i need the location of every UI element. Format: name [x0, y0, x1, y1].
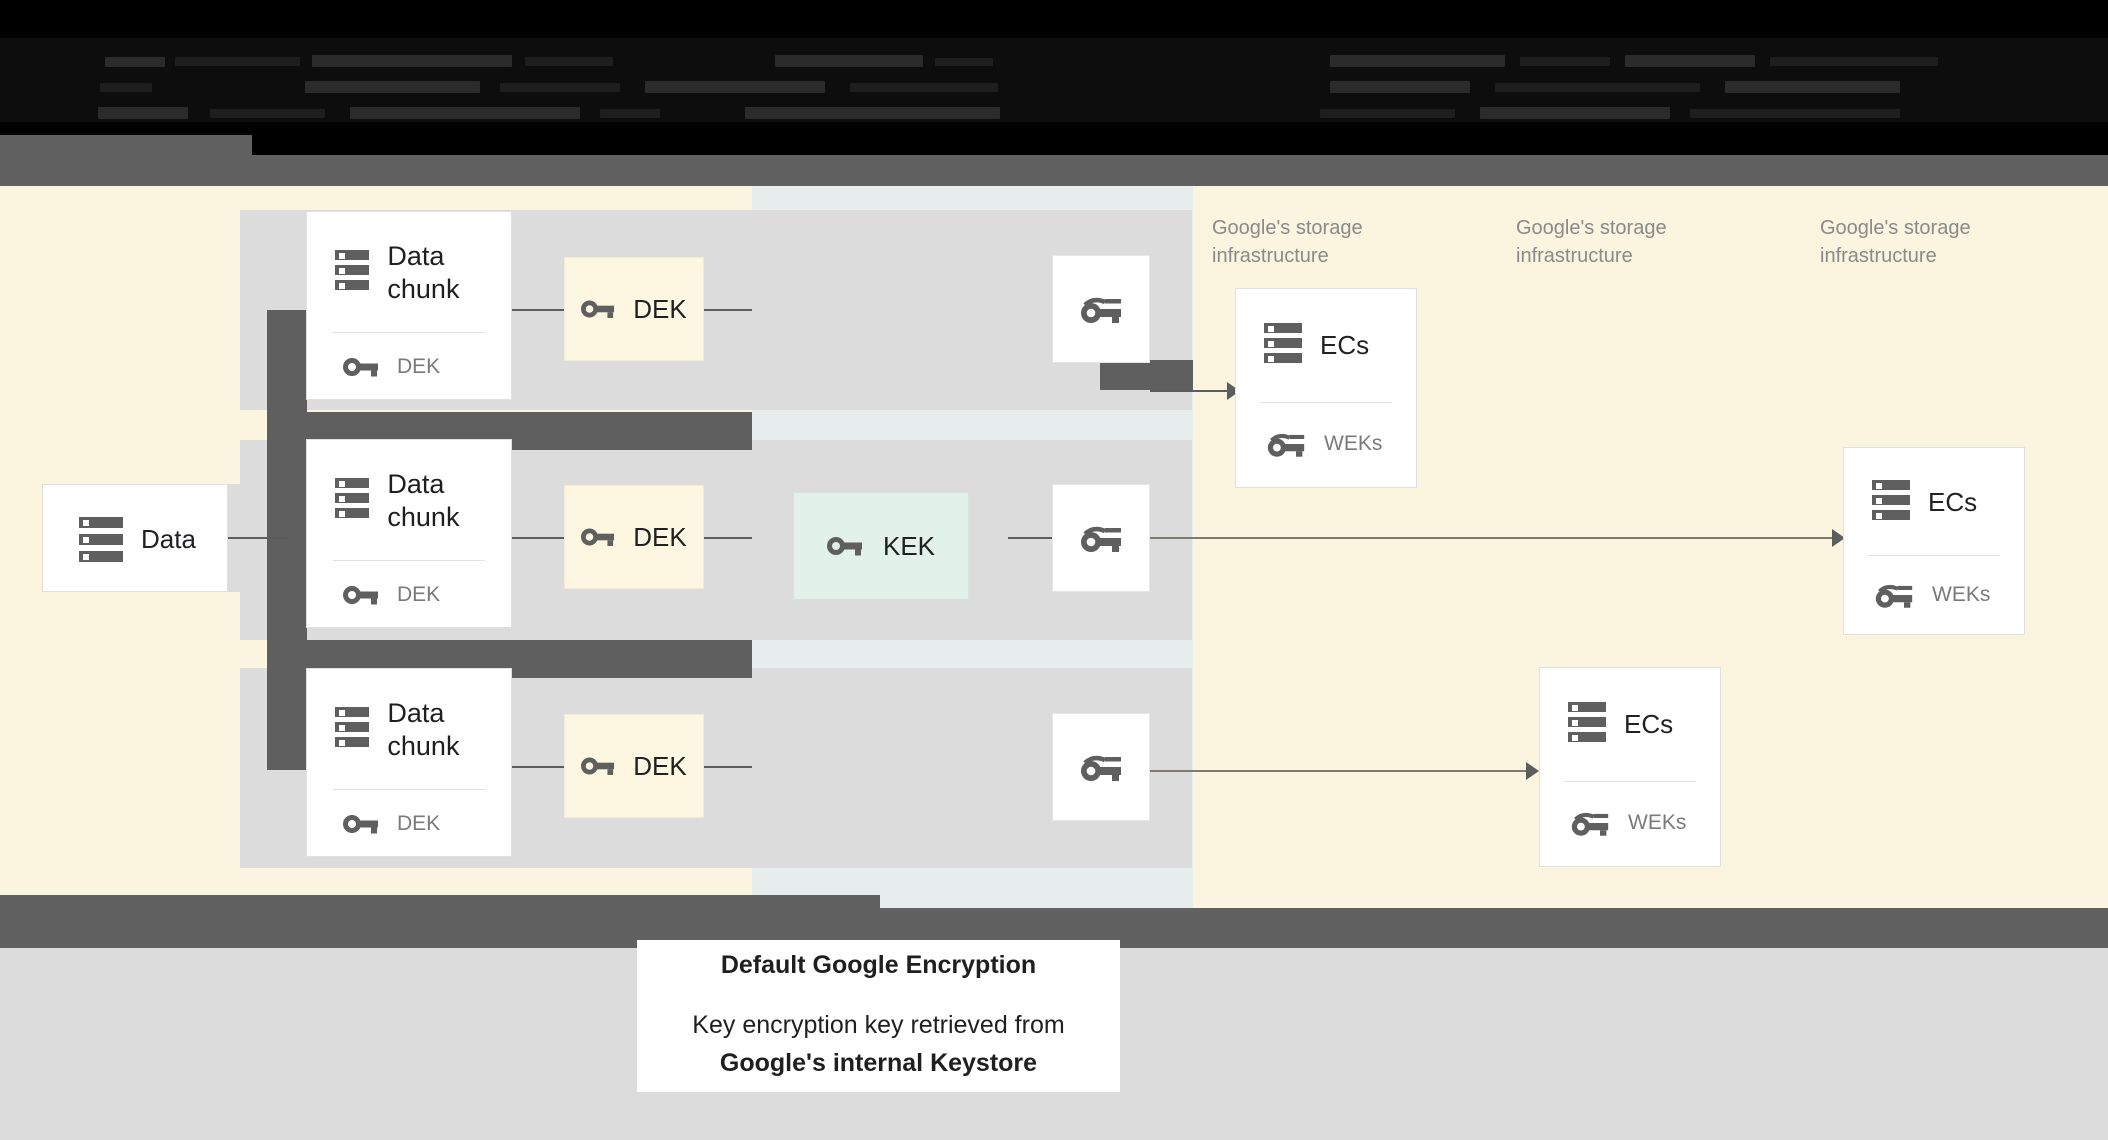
ecs-title: ECs: [1624, 709, 1674, 739]
chunk-title: Data chunk: [387, 698, 460, 761]
wrapped-key-icon: [1267, 433, 1305, 457]
caption-body: Key encryption key retrieved from Google…: [692, 1006, 1064, 1082]
caption-card: Default Google Encryption Key encryption…: [637, 940, 1120, 1092]
server-icon: [335, 707, 370, 752]
wire-source-to-trunk: [228, 537, 290, 539]
wire-dek1-wk1: [704, 309, 752, 311]
wire-chunk2-dek2: [512, 537, 564, 539]
kek-label: KEK: [882, 530, 936, 561]
key-icon: [581, 300, 615, 318]
arrow-line-top: [1150, 390, 1235, 392]
ecs-title: ECs: [1928, 487, 1978, 517]
arrow-line-bottom: [1150, 770, 1533, 772]
wire-dek2-wk2: [704, 537, 752, 539]
server-icon: [335, 478, 370, 523]
card-wrapped-key-3[interactable]: [1052, 713, 1150, 821]
trunk-vertical-bar: [267, 310, 307, 770]
key-icon: [343, 585, 378, 605]
caption-line2: Google's internal Keystore: [719, 1048, 1038, 1077]
card-source-data[interactable]: Data: [42, 484, 228, 592]
store-bar-1: [1100, 360, 1193, 390]
key-icon: [826, 537, 862, 556]
frame-top-bar: [0, 155, 2108, 187]
infra-label-2: Google's storage infrastructure: [1516, 217, 1667, 268]
wrapped-key-icon: [1081, 297, 1121, 323]
dek-label: DEK: [633, 750, 687, 781]
card-data-chunk-3[interactable]: Data chunk DEK: [306, 668, 512, 857]
card-wrapped-key-1[interactable]: [1052, 255, 1150, 363]
dek-label: DEK: [633, 293, 687, 324]
chunk-key-label: DEK: [397, 811, 441, 835]
infra-label-1: Google's storage infrastructure: [1212, 217, 1363, 268]
chunk-title: Data chunk: [387, 241, 460, 304]
card-data-chunk-1[interactable]: Data chunk DEK: [306, 211, 512, 400]
card-kek[interactable]: KEK: [793, 492, 969, 600]
ecs-title: ECs: [1320, 330, 1370, 360]
card-data-chunk-2[interactable]: Data chunk DEK: [306, 439, 512, 628]
key-icon: [581, 528, 615, 546]
caption-title: Default Google Encryption: [720, 950, 1037, 979]
caption-line1: Key encryption key retrieved from: [692, 1010, 1065, 1039]
server-icon: [79, 517, 123, 562]
dek-label: DEK: [633, 521, 687, 552]
wrapped-key-icon: [1571, 812, 1609, 836]
server-icon: [1872, 480, 1910, 525]
chunk-key-label: DEK: [397, 354, 441, 378]
infra-label-3: Google's storage infrastructure: [1820, 217, 1971, 268]
ecs-key-label: WEKs: [1628, 811, 1687, 834]
key-icon: [343, 814, 378, 834]
key-icon: [343, 357, 378, 377]
wire-dek3-wk3: [704, 766, 752, 768]
source-label: Data: [141, 524, 196, 554]
card-dek-3[interactable]: DEK: [564, 714, 704, 818]
server-icon: [1264, 323, 1302, 368]
wire-chunk3-dek3: [512, 766, 564, 768]
ecs-key-label: WEKs: [1324, 432, 1383, 455]
wrapped-key-icon: [1081, 755, 1121, 781]
arrow-head-middle: [1832, 529, 1845, 547]
card-dek-1[interactable]: DEK: [564, 257, 704, 361]
card-ecs-1[interactable]: ECs WEKs: [1235, 288, 1417, 488]
card-ecs-2[interactable]: ECs WEKs: [1843, 447, 2025, 635]
wrapped-key-icon: [1875, 584, 1913, 608]
wrapped-key-icon: [1081, 526, 1121, 552]
wire-kek-to-wk2: [1008, 537, 1052, 539]
card-dek-2[interactable]: DEK: [564, 485, 704, 589]
server-icon: [335, 250, 370, 295]
card-wrapped-key-2[interactable]: [1052, 484, 1150, 592]
wire-chunk1-dek1: [512, 309, 564, 311]
card-ecs-3[interactable]: ECs WEKs: [1539, 667, 1721, 867]
arrow-head-bottom: [1526, 762, 1539, 780]
server-icon: [1568, 702, 1606, 747]
chunk-key-label: DEK: [397, 582, 441, 606]
chunk-title: Data chunk: [387, 469, 460, 532]
ecs-key-label: WEKs: [1932, 583, 1991, 606]
arrow-line-middle: [1150, 537, 1840, 539]
key-icon: [581, 757, 615, 775]
